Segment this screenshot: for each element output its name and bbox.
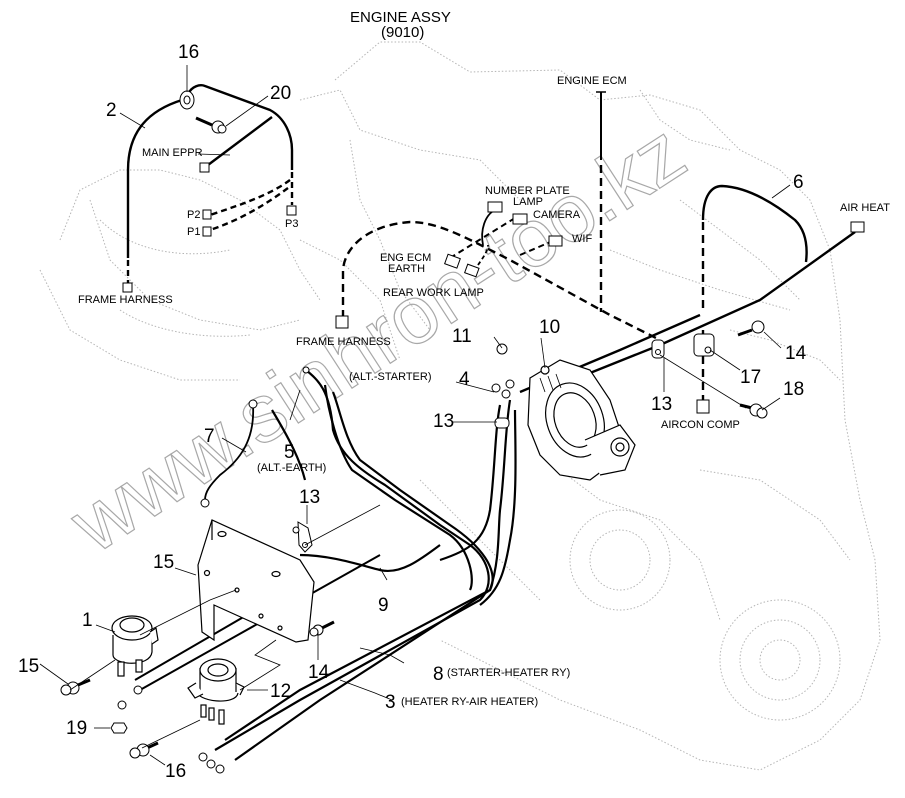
- callout-3: 3: [385, 692, 396, 713]
- clip-13-lower: [292, 521, 313, 553]
- bolt-14-right: [751, 320, 765, 334]
- harness-2-connectors: [122, 90, 297, 293]
- nut-19: [110, 722, 128, 734]
- label-camera: CAMERA: [533, 209, 581, 221]
- relay-1: [111, 615, 159, 677]
- label-p1: P1: [187, 226, 201, 238]
- fasteners: [60, 678, 159, 759]
- callout-13-center: 13: [433, 411, 455, 432]
- title-line2: (9010): [381, 24, 425, 41]
- p2-connector: [202, 209, 212, 220]
- note-heater-ry-air-heater: (HEATER RY-AIR HEATER): [401, 696, 539, 708]
- callout-4: 4: [459, 369, 470, 390]
- callout-20: 20: [270, 83, 292, 104]
- p1-connector: [202, 226, 212, 237]
- label-p3: P3: [285, 218, 299, 230]
- label-wif: WIF: [572, 233, 593, 245]
- rear-work-lamp-connector: [464, 263, 480, 278]
- main-eppr-connector: [199, 162, 210, 173]
- starter-wire-terminals: [117, 343, 515, 774]
- callout-13-lower: 13: [299, 487, 321, 508]
- aircon-comp-connector: [696, 399, 710, 414]
- p3-connector: [286, 205, 297, 216]
- label-engine-ecm: ENGINE ECM: [557, 75, 627, 87]
- label-p2: P2: [187, 209, 201, 221]
- clip-13-center: [494, 417, 510, 429]
- title-line1: ENGINE ASSY: [350, 9, 451, 26]
- callout-5: 5: [284, 442, 295, 463]
- clip-16-right: [693, 333, 715, 357]
- alternator-10: [527, 359, 636, 481]
- label-rear-work-lamp: REAR WORK LAMP: [383, 287, 484, 299]
- air-heat-connector: [850, 221, 865, 233]
- label-alt-starter: (ALT.-STARTER): [349, 371, 432, 383]
- callout-17: 15: [153, 552, 175, 573]
- callout-6: 6: [793, 172, 804, 193]
- eng-ecm-earth-connector: [444, 253, 461, 269]
- callout-9: 9: [378, 595, 389, 616]
- engine-outline: [39, 41, 881, 771]
- note-starter-heater-ry: (STARTER-HEATER RY): [447, 667, 571, 679]
- callout-16-right: 17: [740, 367, 762, 388]
- label-aircon-comp: AIRCON COMP: [661, 419, 740, 431]
- camera-connector: [512, 213, 528, 225]
- callout-14-right: 14: [785, 343, 807, 364]
- relay-12: [187, 658, 245, 725]
- callout-13-right: 13: [651, 394, 673, 415]
- label-eng-ecm-earth-2: EARTH: [388, 263, 426, 275]
- callout-15-lower: 16: [165, 761, 187, 782]
- harness-2: [126, 84, 294, 285]
- callout-10: 10: [539, 317, 561, 338]
- leader-lines: [39, 65, 791, 766]
- frame-harness-left-connector: [122, 282, 133, 293]
- callout-8: 8: [433, 664, 444, 685]
- wif-connector: [548, 235, 563, 247]
- callout-12: 12: [270, 681, 292, 702]
- label-number-plate-lamp-2: LAMP: [513, 196, 543, 208]
- callout-1: 1: [82, 610, 93, 631]
- number-plate-lamp-connector: [487, 201, 503, 213]
- bracket-17: [197, 519, 315, 643]
- callout-11: 11: [452, 326, 472, 347]
- ring-11: [496, 343, 508, 355]
- label-air-heat: AIR HEAT: [840, 202, 890, 214]
- label-frame-harness-left: FRAME HARNESS: [78, 294, 173, 306]
- label-number-plate-lamp-1: NUMBER PLATE: [485, 185, 570, 197]
- frame-harness-center-connector: [335, 315, 349, 329]
- callout-7: 7: [204, 426, 215, 447]
- callout-2: 2: [106, 100, 117, 121]
- main-harness-connectors: [335, 201, 865, 419]
- callout-15-upper: 15: [18, 656, 40, 677]
- label-main-eppr: MAIN EPPR: [142, 147, 203, 159]
- label-frame-harness-center: FRAME HARNESS: [296, 336, 391, 348]
- callout-14-lower: 14: [308, 662, 330, 683]
- callout-16-top: 16: [178, 42, 200, 63]
- bolt-14-lower: [309, 620, 335, 637]
- callout-19: 19: [66, 718, 88, 739]
- callout-18: 18: [783, 379, 805, 400]
- label-eng-ecm-earth-1: ENG ECM: [380, 252, 432, 264]
- note-alt-earth: (ALT.-EARTH): [257, 462, 327, 474]
